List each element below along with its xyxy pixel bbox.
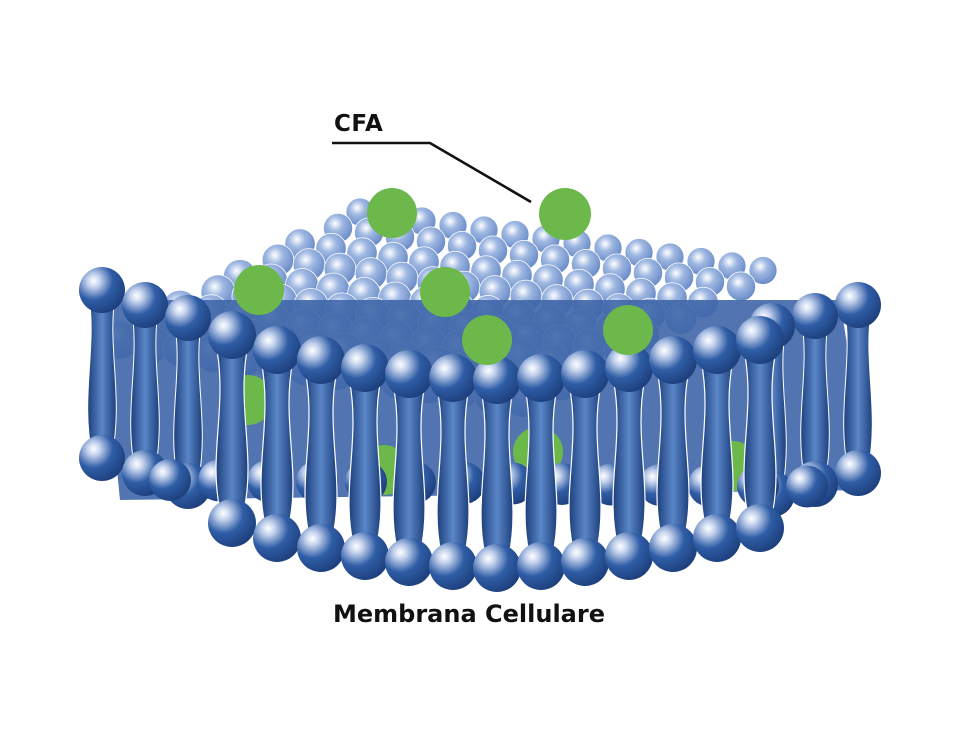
lipid-head-icon [517, 354, 565, 402]
diagram-caption: Membrana Cellulare [333, 600, 605, 628]
lipid-tail [480, 389, 514, 556]
lipid-head-icon [605, 532, 653, 580]
lipid-head-icon [561, 538, 609, 586]
lipid-tail [130, 304, 160, 471]
lipid-head-icon [297, 336, 345, 384]
cfa-particle-icon [420, 267, 470, 317]
lipid-head-icon [165, 295, 211, 341]
surface-particles [234, 188, 653, 365]
lipid-tail [348, 377, 382, 544]
lipid-head-icon [561, 350, 609, 398]
lipid-head-icon [835, 450, 881, 496]
lipid-head-icon [605, 344, 653, 392]
lipid-tail [800, 315, 830, 482]
lipid-tail [392, 383, 426, 550]
lipid-head-icon [473, 544, 521, 592]
lipid-head-icon [341, 532, 389, 580]
lipid-head-icon [786, 465, 828, 508]
lipid-head-icon [122, 282, 168, 328]
lipid-tail [612, 377, 646, 544]
lipid-head-icon [725, 271, 757, 302]
lipid-tail [304, 369, 338, 536]
lipid-head-icon [693, 326, 741, 374]
lipid-head-icon [253, 326, 301, 374]
lipid-head-icon [429, 542, 477, 590]
lipid-head-icon [792, 293, 838, 339]
lipid-head-icon [748, 256, 778, 285]
lipid-head-icon [649, 524, 697, 572]
lipid-head-icon [297, 524, 345, 572]
lipid-head-icon [208, 499, 256, 547]
lipid-head-icon [473, 356, 521, 404]
lipid-tail [843, 304, 873, 471]
lipid-tail [87, 289, 117, 456]
lipid-tail [436, 387, 470, 554]
lipid-tail [215, 344, 249, 511]
lipid-tail [743, 349, 777, 516]
callout-leader-line [332, 141, 532, 204]
lipid-head-icon [79, 267, 125, 313]
cfa-particle-icon [539, 188, 591, 240]
lipid-head-icon [79, 435, 125, 481]
lipid-head-icon [736, 316, 784, 364]
lipid-head-icon [385, 538, 433, 586]
callout-label-cfa: CFA [334, 111, 384, 137]
free-particle [539, 188, 591, 240]
lipid-tail [700, 359, 734, 526]
lipid-head-icon [649, 336, 697, 384]
lipid-head-icon [385, 350, 433, 398]
lipid-tail [524, 387, 558, 554]
lipid-head-icon [253, 514, 301, 562]
cfa-particle-icon [234, 265, 284, 315]
cfa-particle-icon [367, 188, 417, 238]
lipid-tail [656, 369, 690, 536]
lipid-tail [568, 383, 602, 550]
cfa-particle-icon [603, 305, 653, 355]
cfa-particle-icon [462, 315, 512, 365]
lipid-head-icon [429, 354, 477, 402]
lipid-head-icon [208, 311, 256, 359]
lipid-tail [173, 317, 203, 484]
lipid-head-icon [517, 542, 565, 590]
lipid-head-icon [835, 282, 881, 328]
lipid-tail [260, 359, 294, 526]
lipid-head-icon [693, 514, 741, 562]
lipid-head-icon [341, 344, 389, 392]
lipid-head-icon [736, 504, 784, 552]
front-phospholipid-row [208, 311, 784, 592]
lipid-head-icon [149, 459, 191, 501]
